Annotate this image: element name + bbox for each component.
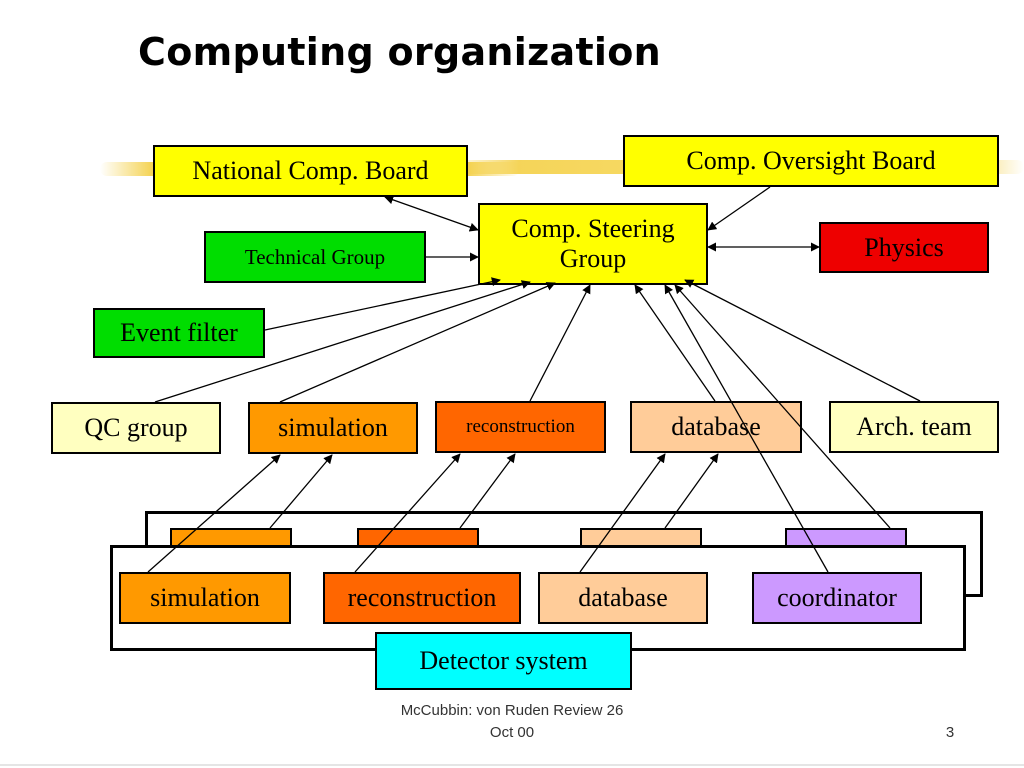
reconstruction-steering-arrow — [529, 284, 591, 402]
simulation-box: simulation — [248, 402, 418, 454]
det-db-db-arrow-2 — [664, 453, 719, 529]
national-steering-arrow — [384, 195, 479, 232]
physics-box: Physics — [819, 222, 989, 273]
page-number: 3 — [945, 724, 955, 741]
detector-reconstruction-box: reconstruction — [323, 572, 521, 624]
detector-system-label-box: Detector system — [375, 632, 632, 690]
qc-steering-arrow — [154, 280, 531, 403]
oversight-steering-arrow — [707, 186, 771, 231]
database-box: database — [630, 401, 802, 453]
det-sim-sim-arrow-1 — [147, 454, 281, 573]
arch-steering-arrow — [684, 279, 921, 402]
coordinator-steering-arrow — [664, 284, 829, 573]
det-rec-rec-arrow-2 — [459, 453, 516, 529]
database-steering-arrow — [634, 284, 716, 402]
det-sim-sim-arrow-2 — [269, 454, 333, 529]
simulation-steering-arrow — [279, 282, 556, 403]
footer-line-1: McCubbin: von Ruden Review 26 — [400, 702, 624, 719]
comp-steering-group-box: Comp. Steering Group — [478, 203, 708, 285]
detector-database-box: database — [538, 572, 708, 624]
det-rec-rec-arrow-1 — [354, 453, 461, 573]
detector-simulation-box: simulation — [119, 572, 291, 624]
reconstruction-box: reconstruction — [435, 401, 606, 453]
detector-coordinator-box: coordinator — [752, 572, 922, 624]
event-filter-box: Event filter — [93, 308, 265, 358]
back-coordinator-steering-arrow — [674, 284, 891, 529]
footer-line-2: Oct 00 — [489, 724, 535, 741]
technical-group-box: Technical Group — [204, 231, 426, 283]
arch-team-box: Arch. team — [829, 401, 999, 453]
eventfilter-steering-arrow — [264, 277, 501, 331]
steering-line-2: Group — [559, 244, 627, 273]
det-db-db-arrow-1 — [579, 453, 666, 573]
steering-line-1: Comp. Steering — [511, 214, 675, 244]
comp-oversight-board-box: Comp. Oversight Board — [623, 135, 999, 187]
slide-title: Computing organization — [138, 30, 661, 74]
bottom-divider — [0, 764, 1024, 766]
qc-group-box: QC group — [51, 402, 221, 454]
national-comp-board-box: National Comp. Board — [153, 145, 468, 197]
